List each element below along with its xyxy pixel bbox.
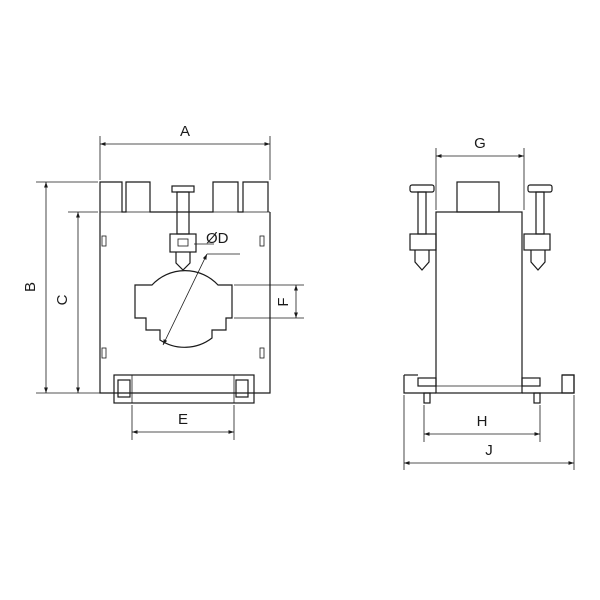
side-main-body [435,211,523,394]
dimension-c: C [54,211,98,393]
left-terminal-screw [409,184,437,271]
front-view: A B C ØD E [22,123,304,440]
side-slot [259,347,265,359]
terminal-screw [169,185,214,271]
side-slot [101,347,107,359]
front-mounting-foot [113,374,255,404]
dimension-e: E [131,405,235,440]
dimension-f: F [234,284,304,319]
dimension-c-label: C [54,294,71,305]
dimension-h: H [423,405,541,442]
dimension-h-label: H [477,413,488,430]
dimension-e-label: E [178,411,188,428]
dimension-g: G [435,135,525,210]
dimension-g-label: G [474,135,486,152]
dimension-d-label: ØD [206,230,229,247]
conductor-aperture [134,269,233,348]
dimension-b: B [22,181,112,394]
dimension-j: J [403,395,575,470]
side-view: G H J [403,135,575,470]
dimension-d: ØD [162,230,240,346]
side-slot [259,235,265,247]
side-slot [101,235,107,247]
side-top-block [456,181,500,213]
dimension-j-label: J [485,442,493,459]
dimension-b-label: B [22,282,39,292]
dimension-f-label: F [275,297,292,306]
right-terminal-screw [523,184,553,271]
side-mounting-foot [403,374,575,404]
dimension-a: A [99,123,271,180]
dimension-a-label: A [180,123,190,140]
